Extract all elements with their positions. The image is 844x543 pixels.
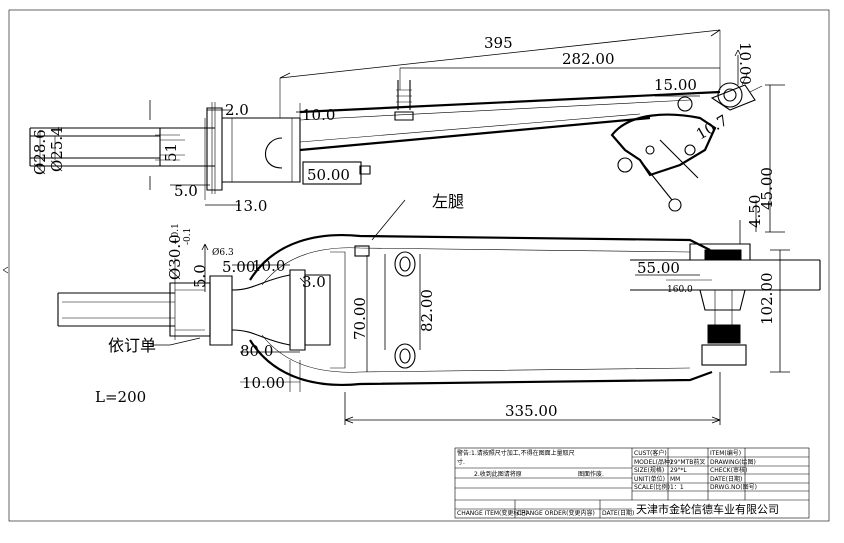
- tb-size: SIZE(规格): [634, 466, 664, 474]
- drawing-frame: [8, 9, 830, 522]
- dim-45: 45.00: [758, 167, 776, 210]
- side-view: [29, 29, 785, 233]
- frame-marker: [2, 266, 9, 274]
- tb-company: 天津市金轮信德车业有限公司: [636, 502, 779, 516]
- tb-cust: CUST(客户): [634, 449, 667, 457]
- title-block: 警告:1.请按照尺寸加工,不得在图面上量取尺 寸. 2.收到此图请将原 图面作废…: [454, 447, 810, 519]
- tb-model-val: 29"MTB前叉: [670, 458, 705, 466]
- tb-size-val: 29"*L: [670, 467, 687, 474]
- dim-dia-25-4: Ø25.4: [48, 126, 66, 172]
- dim-82: 82.00: [418, 289, 436, 332]
- tb-model: MODEL(品种): [634, 458, 672, 466]
- leader-left-leg: [371, 199, 406, 241]
- dim-335: 335.00: [505, 402, 558, 420]
- tol-minus: -0.1: [183, 228, 193, 245]
- tb-change-order: CHANGE ORDER(变更内容): [517, 509, 595, 517]
- tb-warning-3: 2.收到此图请将原: [474, 470, 522, 478]
- dim-102: 102.00: [758, 273, 776, 326]
- tb-warning-3b: 图面作废.: [578, 470, 604, 478]
- dim-10-a: 10.0: [302, 106, 335, 124]
- dim-10-c: 10.00: [242, 374, 285, 392]
- dim-70: 70.00: [351, 297, 369, 340]
- dim-51: 51: [162, 143, 180, 162]
- dim-4-5: 4.50: [746, 195, 764, 228]
- tb-unit-val: MM: [670, 476, 680, 483]
- tb-scale-val: 1：1: [670, 484, 684, 491]
- dim-10-b: 10.0: [252, 257, 285, 275]
- dim-160: 160.0: [667, 285, 693, 295]
- dim-10-7: 10.7: [693, 111, 731, 143]
- dim-dia-28-6: Ø28.6: [31, 129, 49, 175]
- dim-2: 2.0: [225, 101, 249, 119]
- front-view: [57, 199, 821, 425]
- dim-282: 282.00: [562, 50, 615, 68]
- dim-395: 395: [484, 34, 513, 52]
- tb-warning-1: 警告:1.请按照尺寸加工,不得在图面上量取尺: [457, 449, 575, 457]
- dim-dia-6-3: Ø6.3: [212, 247, 234, 258]
- tb-warning-2: 寸.: [457, 458, 465, 466]
- tb-change-date: DATE(日期): [602, 509, 634, 517]
- tb-item: ITEM(编号): [710, 449, 741, 457]
- leader-per-order: [150, 337, 201, 346]
- label-length: L=200: [95, 388, 146, 406]
- tb-drawing-no: DRWG.NO(图号): [710, 484, 757, 491]
- tb-unit: UNIT(单位): [634, 475, 665, 483]
- dim-5: 5.0: [174, 182, 198, 200]
- dim-13: 13.0: [234, 197, 267, 215]
- tb-drawing: DRAWING(绘图): [710, 458, 756, 466]
- tol-plus: +0.1: [171, 223, 181, 245]
- dim-5-b: 5.00: [222, 258, 255, 276]
- dim-55: 55.00: [637, 259, 680, 277]
- label-left-leg: 左腿: [432, 192, 464, 211]
- label-per-order: 依订单: [108, 336, 156, 355]
- tb-check: CHECK(审核): [710, 466, 747, 474]
- dim-5-c: 5.0: [191, 264, 209, 288]
- dim-80: 80.0: [240, 342, 273, 360]
- tb-scale: SCALE(比例): [634, 483, 670, 491]
- dim-10-top: 10.00: [736, 42, 754, 85]
- tb-change-item: CHANGE ITEM(变更标记): [457, 509, 528, 517]
- dim-15: 15.00: [654, 76, 697, 94]
- tb-date: DATE(日期): [710, 475, 742, 483]
- dim-dia-30: Ø30.0: [166, 234, 184, 280]
- dim-50: 50.00: [307, 166, 350, 184]
- dim-3: 3.0: [302, 273, 326, 291]
